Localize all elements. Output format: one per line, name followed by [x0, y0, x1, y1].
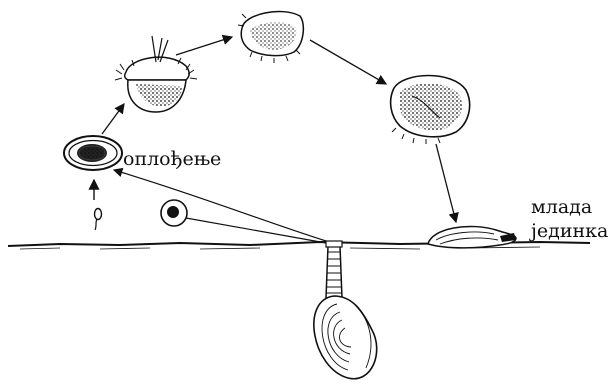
egg-cell-icon — [161, 200, 187, 226]
veliger-larva-icon — [238, 12, 303, 63]
fertilization-label: оплођење — [123, 148, 221, 170]
pediveliger-to-juvenile-arrow — [436, 144, 456, 222]
young-individual-label-line2: јединка — [531, 220, 608, 242]
veliger-to-pediveliger-arrow — [310, 40, 386, 84]
zygote-to-larva-arrow — [102, 104, 124, 134]
egg-release-line — [186, 218, 326, 243]
adult-clam-icon — [314, 241, 377, 379]
juvenile-clam-icon — [428, 226, 516, 247]
sperm-cell-icon — [95, 209, 102, 231]
sperm-release-line — [114, 170, 326, 241]
zygote-icon — [64, 136, 122, 170]
pediveliger-larva-icon — [391, 76, 470, 145]
young-individual-label-line1: млада — [531, 196, 592, 218]
trochophore-larva-icon — [115, 36, 197, 112]
larva-to-veliger-arrow — [176, 37, 232, 55]
